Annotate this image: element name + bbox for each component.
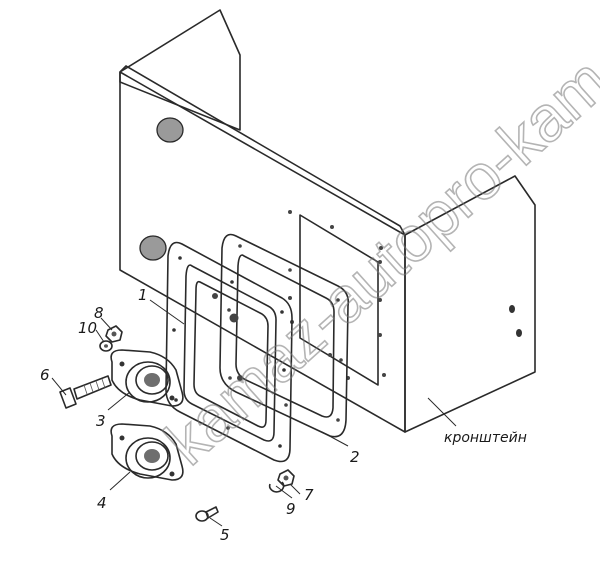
cover-plate-lower-hole [237, 375, 243, 381]
socket-lower [110, 423, 184, 481]
callout-10: 10 [78, 319, 97, 337]
bolt-long [59, 375, 112, 409]
callout-7: 7 [304, 486, 314, 504]
callout-4: 4 [97, 494, 107, 512]
callout-8: 8 [94, 304, 104, 322]
callout-6: 6 [40, 366, 50, 384]
bracket-opening [299, 214, 379, 386]
bracket-flange-hole-2 [516, 329, 522, 337]
bracket-hole-lower [139, 235, 167, 261]
bracket-caption: кронштейн [444, 430, 527, 446]
bracket-small-holes [288, 210, 386, 380]
leader-lines [51, 299, 457, 527]
callout-5: 5 [220, 526, 230, 544]
bracket-rear-flange [119, 9, 241, 131]
screw-small [195, 506, 219, 522]
bracket-flange-hole-1 [509, 305, 515, 313]
callout-3: 3 [96, 412, 106, 430]
socket-upper [110, 349, 184, 407]
watermark: kamaz-autopro-kam.ru [151, 0, 600, 478]
nut-washer-left [99, 325, 123, 352]
callout-9: 9 [286, 500, 296, 518]
cover-plate-center-hole [229, 313, 239, 323]
cover-plate [165, 241, 293, 463]
bracket-right-flange [404, 175, 536, 433]
nut-washer-right [268, 469, 295, 493]
bracket-hole-upper [156, 117, 184, 143]
callout-1: 1 [138, 286, 148, 304]
bracket-top-edge [119, 65, 406, 236]
bracket [119, 9, 536, 433]
cover-plate-upper-hole [212, 293, 218, 299]
callout-2: 2 [350, 448, 360, 466]
